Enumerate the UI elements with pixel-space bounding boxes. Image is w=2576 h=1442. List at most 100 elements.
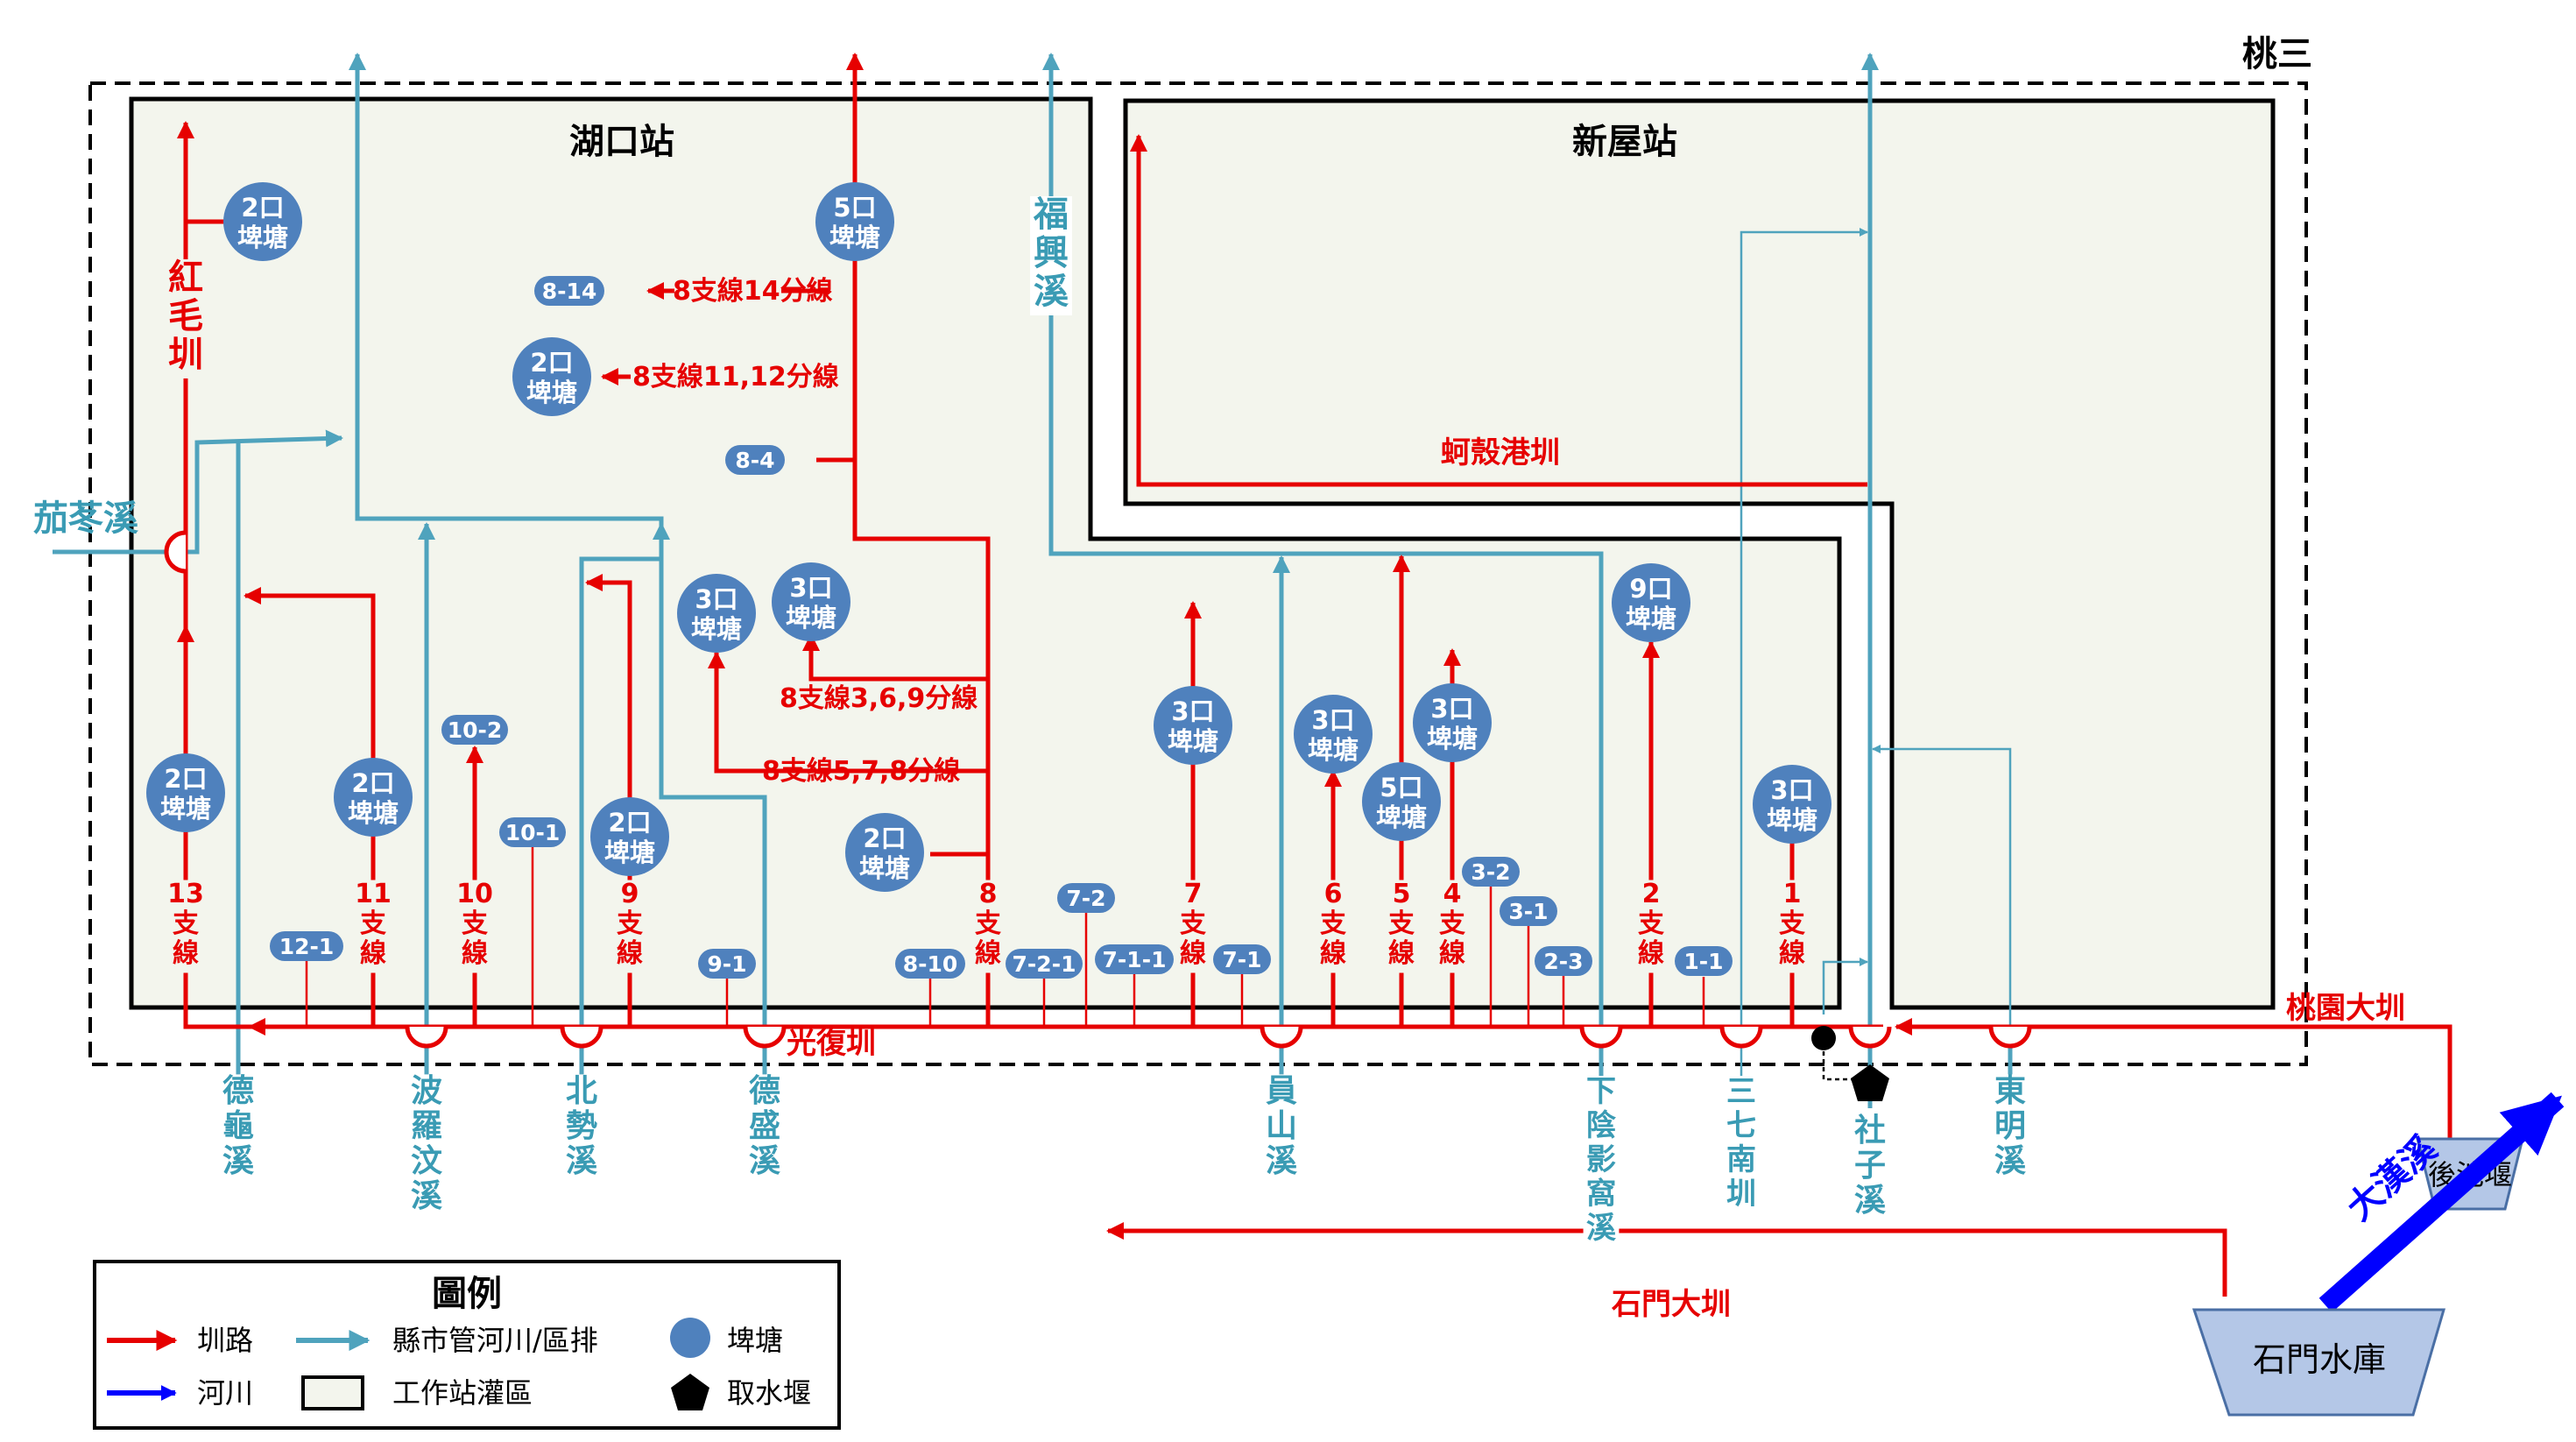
lateral-id-badge: 3-1 (1500, 896, 1557, 926)
sub-8-578 (708, 651, 988, 774)
sub-8-369 (802, 633, 988, 682)
crossing-shezi (1848, 1026, 1892, 1049)
legend-intake-label: 取水堰 (727, 1376, 811, 1410)
svg-text:三: 三 (1726, 1074, 1756, 1109)
pond-suffix: 埤塘 (526, 378, 577, 407)
pond-count: 3口 (1770, 775, 1813, 805)
legend-intake-icon (671, 1374, 709, 1410)
svg-text:支: 支 (462, 908, 488, 939)
svg-text:支: 支 (1779, 908, 1805, 939)
sanqinan-canal (1740, 228, 1868, 1108)
svg-text:龜: 龜 (222, 1108, 254, 1144)
svg-text:12-1: 12-1 (279, 934, 335, 959)
branch-6-label: 6支線 (1317, 879, 1349, 973)
svg-text:紅: 紅 (168, 258, 203, 298)
branch-7-label: 7支線 (1177, 879, 1209, 973)
svg-text:9: 9 (621, 879, 639, 909)
crossing-dongming (1988, 1026, 2032, 1049)
svg-text:線: 線 (173, 938, 199, 969)
svg-text:明: 明 (1994, 1108, 2026, 1144)
xinwu-station-area (1123, 98, 2276, 1010)
svg-text:7-1: 7-1 (1222, 947, 1261, 972)
svg-text:7-1-1: 7-1-1 (1103, 947, 1167, 972)
pond-count: 3口 (789, 573, 832, 603)
pond-suffix: 埤塘 (786, 603, 836, 633)
svg-text:8-10: 8-10 (903, 951, 958, 977)
branch-1-label: 1支線 (1776, 879, 1808, 973)
pond-count: 5口 (833, 193, 876, 223)
svg-text:10-1: 10-1 (505, 820, 561, 845)
lateral-id-badge: 7-2-1 (1006, 949, 1083, 979)
canal-labels: 光復圳 桃園大圳 石門大圳 蚵殼港圳 茄苳溪 (33, 435, 2405, 1322)
svg-text:溪: 溪 (1854, 1183, 1886, 1219)
svg-text:勢: 勢 (566, 1108, 597, 1144)
branch-9 (585, 574, 632, 1027)
legend: 圖例 圳路 縣市管河川/區排 埤塘 河川 工作站灌區 取水堰 (93, 1260, 841, 1430)
svg-text:社: 社 (1854, 1113, 1886, 1149)
outer-station-label: 桃三 (2242, 34, 2312, 74)
svg-text:2: 2 (1642, 879, 1661, 909)
pond-suffix: 埤塘 (1427, 724, 1478, 753)
pond-suffix: 埤塘 (691, 614, 742, 644)
svg-text:支: 支 (1180, 908, 1206, 939)
svg-text:溪: 溪 (1586, 1211, 1617, 1246)
dongming-branch (1872, 745, 2012, 1028)
branch-5-label: 5支線 (1386, 879, 1417, 973)
svg-text:8-4: 8-4 (735, 448, 774, 473)
legend-cityriver-label: 縣市管河川/區排 (392, 1324, 598, 1357)
svg-text:10-2: 10-2 (448, 717, 503, 743)
reservoir-label: 石門水庫 (2253, 1340, 2386, 1379)
lateral-id-badge: 10-2 (441, 715, 508, 745)
svg-text:窩: 窩 (1586, 1177, 1616, 1212)
svg-text:德: 德 (749, 1073, 780, 1109)
svg-text:3-1: 3-1 (1508, 899, 1548, 924)
branch-4-label: 4支線 (1436, 879, 1468, 973)
taoyuan-canal (1895, 1018, 2452, 1139)
legend-station-icon (301, 1375, 364, 1410)
svg-text:支: 支 (1320, 908, 1346, 939)
legend-title: 圖例 (432, 1274, 502, 1314)
svg-text:溪: 溪 (1034, 272, 1069, 312)
svg-text:德: 德 (222, 1073, 254, 1109)
legend-box (93, 1260, 841, 1430)
svg-text:支: 支 (173, 908, 199, 939)
pond-count: 3口 (1171, 696, 1214, 726)
svg-text:線: 線 (360, 938, 386, 969)
svg-text:子: 子 (1854, 1148, 1886, 1184)
reservoir-shape (2191, 1308, 2445, 1417)
lateral-id-badge: 7-1 (1213, 944, 1271, 974)
pond-suffix: 埤塘 (237, 223, 288, 252)
svg-text:線: 線 (1320, 938, 1346, 969)
dongming-label: 東明溪 (1991, 1073, 2029, 1184)
pond-suffix: 埤塘 (829, 223, 880, 252)
svg-text:毛: 毛 (168, 296, 203, 336)
lateral-id-badge: 8-10 (895, 949, 965, 979)
jialao-river (53, 429, 343, 555)
pond-count: 5口 (1380, 773, 1422, 802)
legend-pond-label: 埤塘 (727, 1324, 783, 1357)
svg-text:1-1: 1-1 (1683, 949, 1723, 974)
svg-text:線: 線 (1779, 938, 1805, 969)
shimen-canal (1106, 1222, 2227, 1297)
intake-node (1811, 1026, 1836, 1050)
svg-text:下: 下 (1586, 1074, 1616, 1109)
intake-weir-icon (1851, 1064, 1889, 1101)
lateral-id-badge: 8-14 (534, 276, 604, 306)
lateral-id-badge: 2-3 (1535, 946, 1592, 976)
branch-8 (846, 53, 991, 1027)
svg-text:線: 線 (1638, 938, 1664, 969)
legend-canal-label: 圳路 (197, 1324, 253, 1357)
